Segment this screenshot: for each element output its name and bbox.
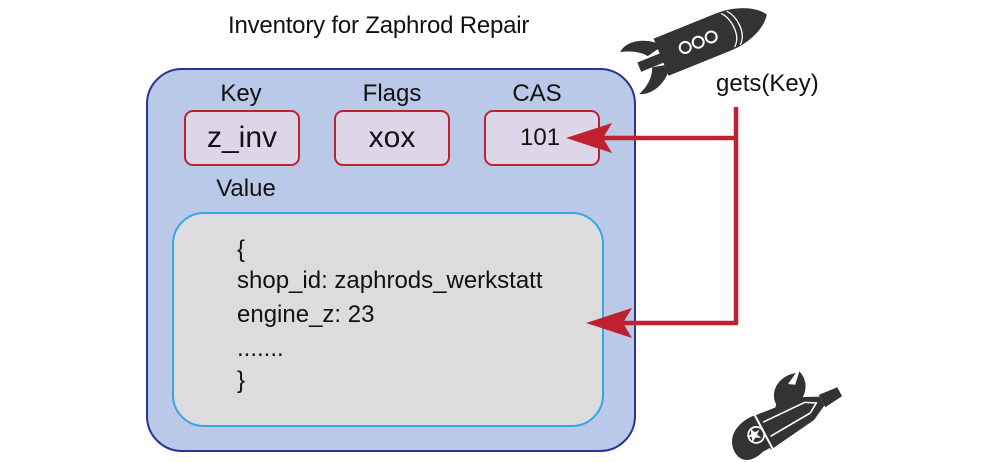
key-label: Key [220, 80, 262, 107]
cas-label: CAS [512, 80, 562, 107]
rocket-icon [620, 8, 767, 95]
value-line: engine_z: 23 [237, 301, 375, 328]
rocket-wrench-icon [732, 371, 843, 460]
gets-operation-label: gets(Key) [716, 70, 819, 97]
value-line: { [237, 236, 246, 263]
diagram-title: Inventory for Zaphrod Repair [228, 12, 530, 39]
flags-field: xox [334, 110, 450, 166]
key-field: z_inv [184, 110, 300, 166]
flags-label: Flags [362, 80, 422, 107]
value-arrowhead [586, 308, 632, 338]
value-line: shop_id: zaphrods_werkstatt [237, 267, 543, 294]
cas-arrowhead [566, 123, 612, 153]
gets-arrows [566, 107, 739, 338]
value-line: } [237, 367, 246, 394]
value-line: ....... [237, 335, 284, 362]
value-label: Value [216, 175, 276, 202]
